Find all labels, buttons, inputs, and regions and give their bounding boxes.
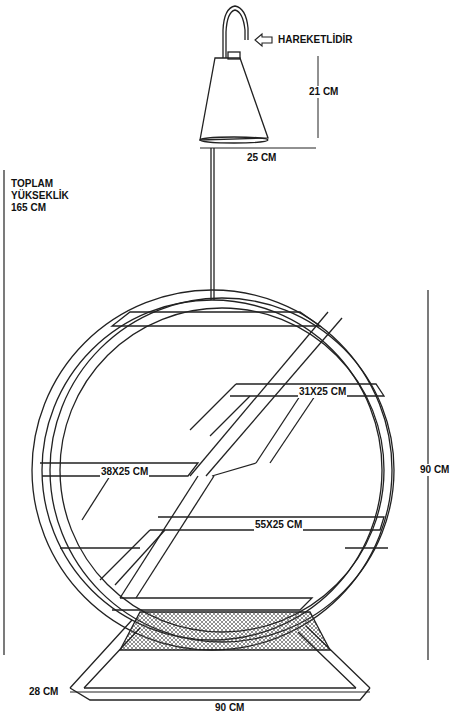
ring-frame (32, 290, 392, 650)
dimension-label: 90 CM (419, 464, 450, 476)
shelf-dimension: 55X25 CM (254, 519, 303, 531)
dimension-label: 21 CM (308, 86, 339, 98)
leg (70, 620, 140, 688)
dimension-label: 90 CM (214, 702, 245, 714)
mesh-base (120, 612, 330, 650)
total-height-note: TOPLAM YÜKSEKLİK 165 CM (10, 178, 78, 214)
lamp-shade (200, 58, 268, 140)
shelf-dimension: 38X25 CM (100, 466, 149, 478)
dimension-label: 28 CM (28, 686, 59, 698)
movable-note: HAREKETLİDİR (277, 34, 353, 46)
dimension-label: 25 CM (246, 152, 277, 164)
shelf-dimension: 31X25 CM (298, 386, 347, 398)
lamp-pole (210, 148, 211, 300)
